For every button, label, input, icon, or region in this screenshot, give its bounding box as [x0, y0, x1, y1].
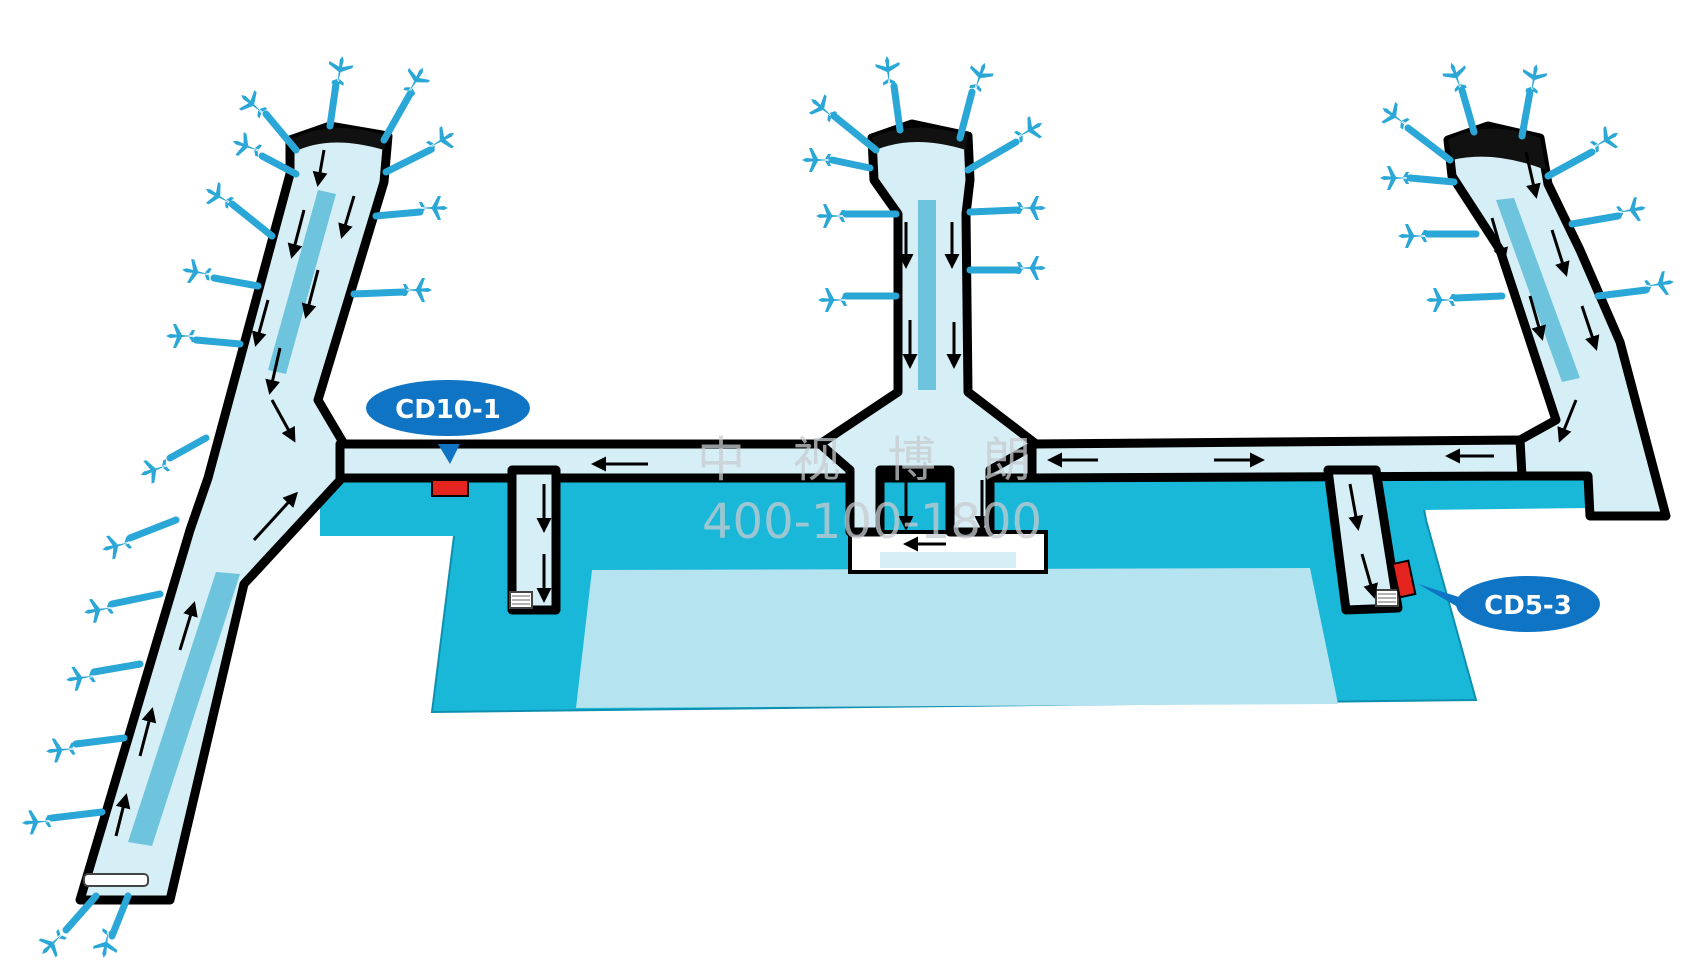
floor-light [576, 568, 1338, 708]
watermark-name: 中 视 博 朗 [697, 432, 1047, 488]
left-stub [507, 465, 561, 615]
flow-arrows [114, 149, 1600, 837]
right-stub [1323, 465, 1403, 615]
moving-walkways [128, 190, 1580, 846]
callout-cd10-1[interactable]: CD10-1 [366, 380, 530, 464]
gate-bridges [48, 80, 1650, 940]
walkway [75, 119, 1671, 905]
callout-label: CD10-1 [395, 395, 501, 425]
left-pier [75, 121, 393, 905]
callout-cd5-3[interactable]: CD5-3 [1418, 576, 1600, 632]
ad-location-marker[interactable] [1391, 559, 1417, 599]
watermark-phone: 400-100-1800 [702, 494, 1042, 550]
ad-location-marker[interactable] [431, 479, 469, 497]
watermark: 中 视 博 朗 400-100-1800 [697, 432, 1047, 550]
callout-label: CD5-3 [1484, 591, 1572, 621]
